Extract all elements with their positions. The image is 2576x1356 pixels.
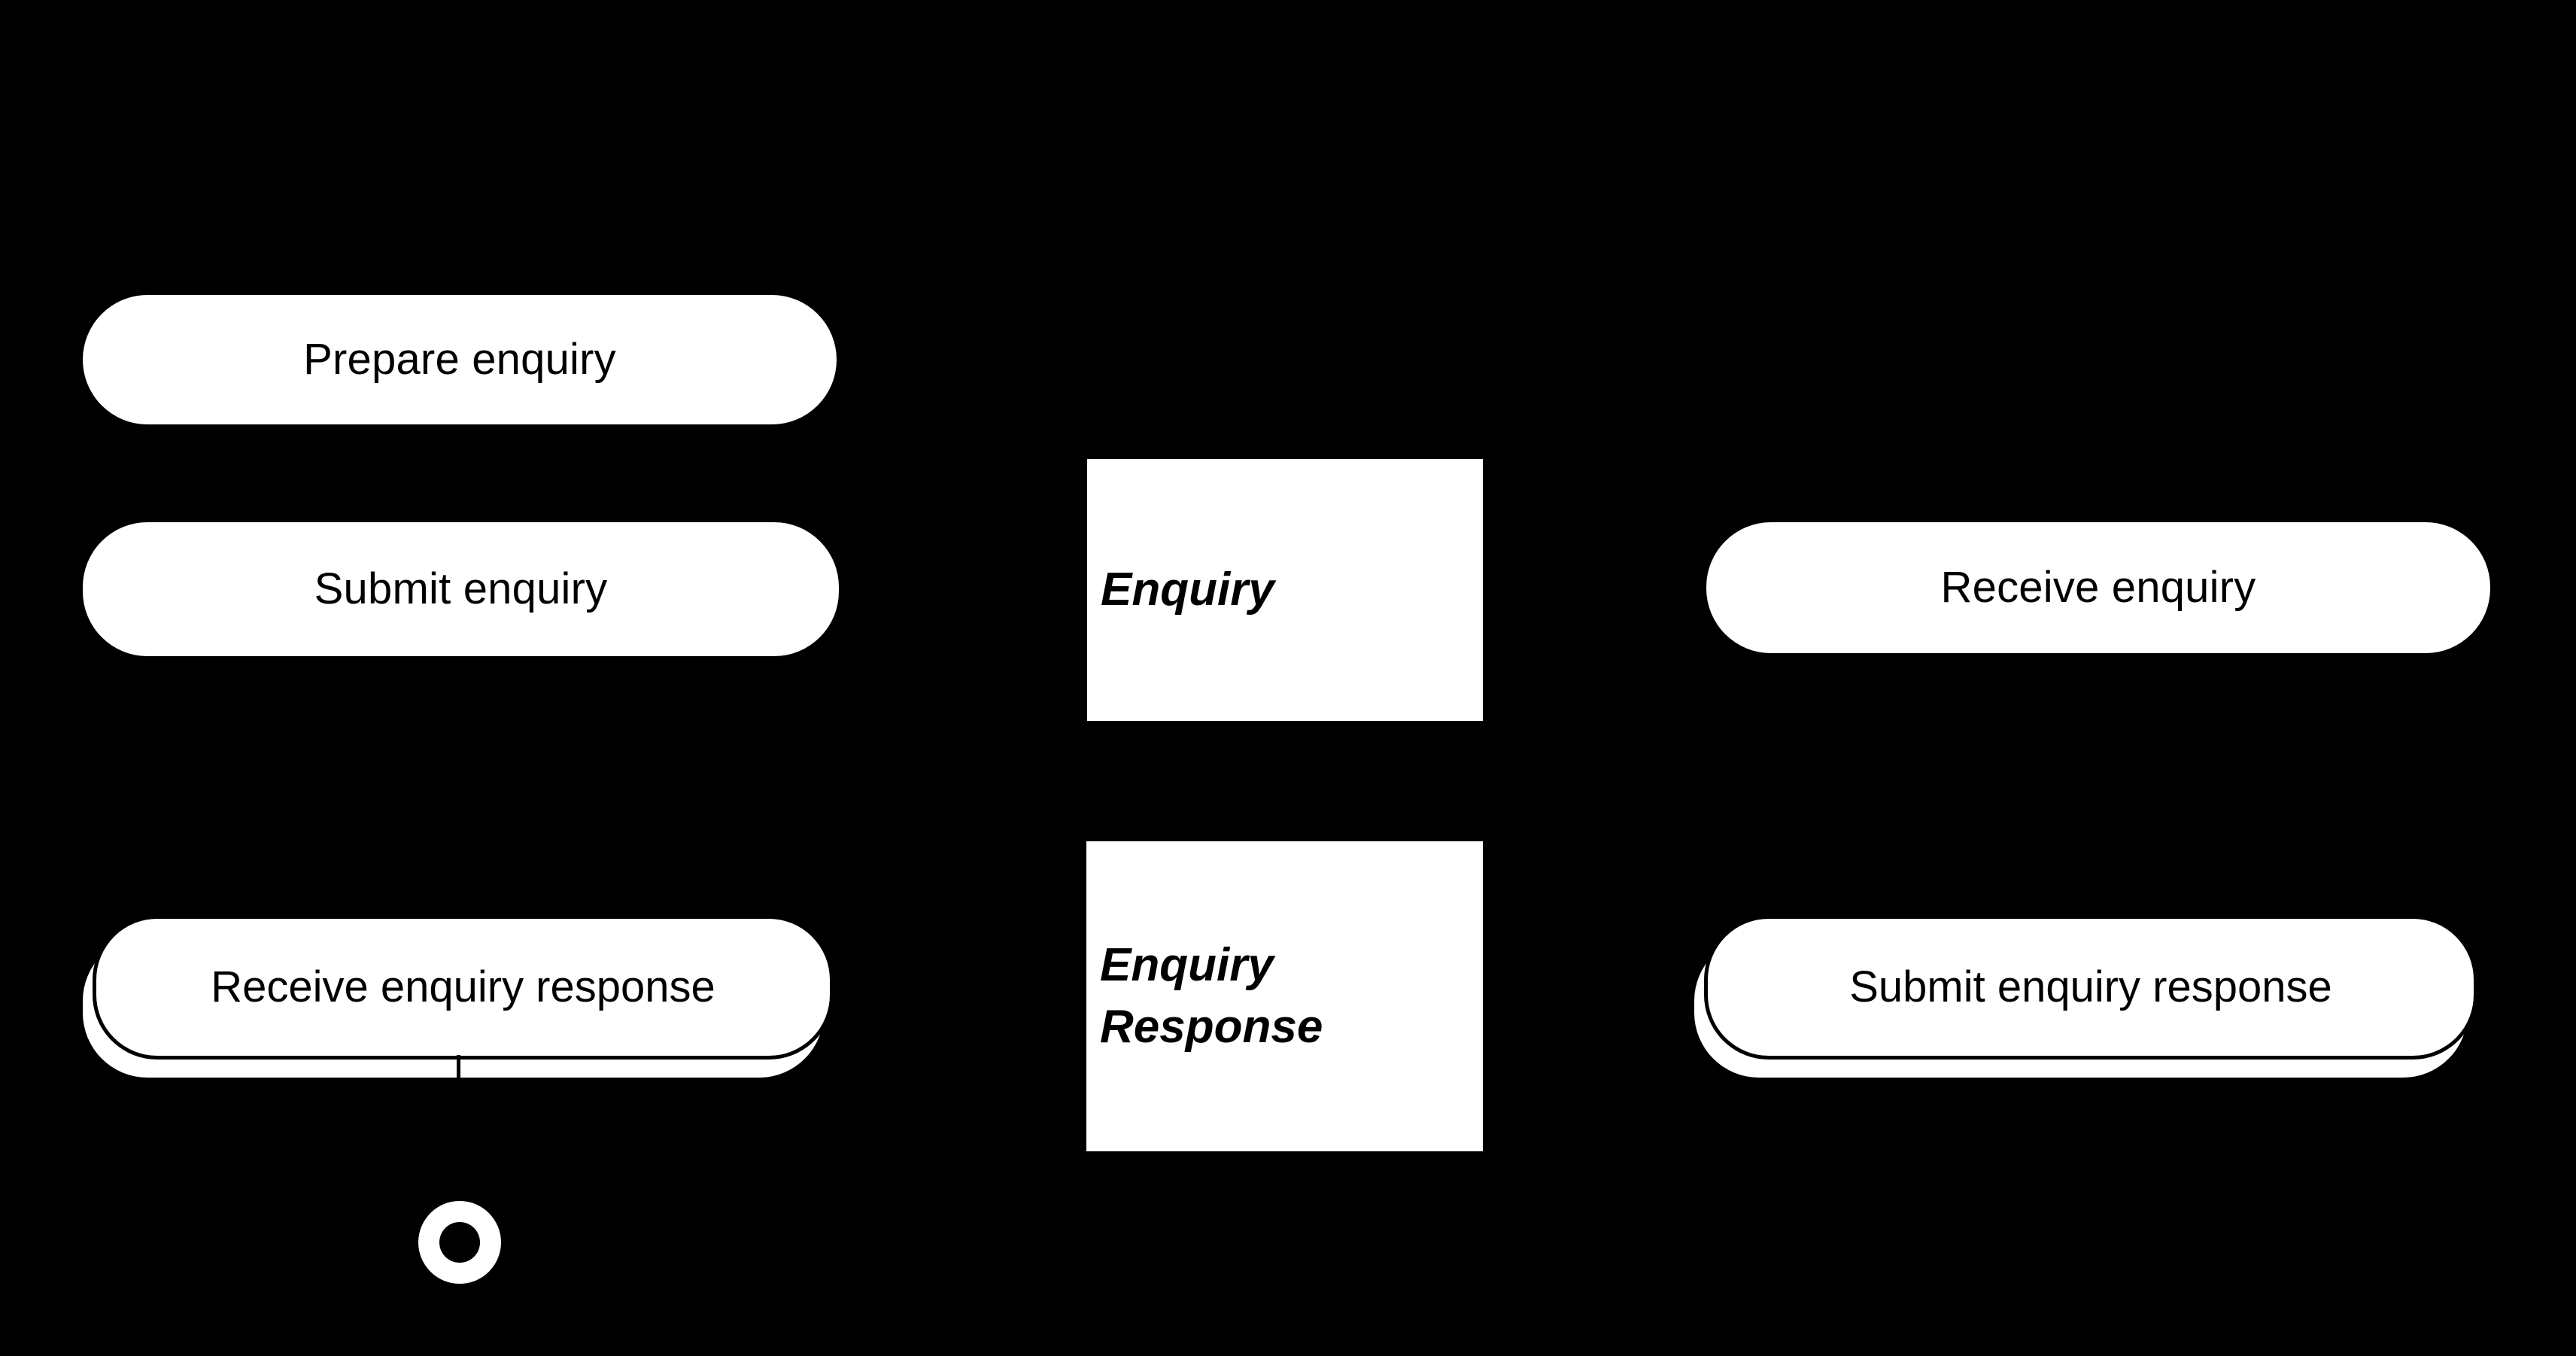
outgoing-edge-stub — [457, 1055, 460, 1090]
action-node-label: Prepare enquiry — [303, 334, 616, 384]
object-node-label: Enquiry — [1101, 564, 1274, 616]
action-node-label: Submit enquiry response — [1849, 962, 2332, 1011]
stacked-node-front-layer: Submit enquiry response — [1704, 915, 2477, 1060]
action-node-label: Receive enquiry response — [211, 962, 715, 1011]
action-node-label: Submit enquiry — [314, 564, 608, 613]
stacked-node-front-layer: Receive enquiry response — [93, 915, 834, 1060]
object-node-enquiry[interactable]: Enquiry — [1087, 459, 1483, 721]
action-node-submit-enquiry[interactable]: Submit enquiry — [83, 522, 839, 656]
object-node-label: Enquiry Response — [1100, 939, 1323, 1053]
object-node-enquiry-response[interactable]: Enquiry Response — [1086, 841, 1483, 1151]
activity-final-node-core — [439, 1222, 480, 1263]
activity-final-node[interactable] — [418, 1201, 501, 1284]
action-node-receive-enquiry[interactable]: Receive enquiry — [1706, 522, 2490, 653]
action-node-submit-enquiry-response[interactable]: Submit enquiry response — [1694, 915, 2507, 1111]
action-node-label: Receive enquiry — [1940, 562, 2256, 612]
action-node-receive-enquiry-response[interactable]: Receive enquiry response — [83, 915, 880, 1111]
action-node-prepare-enquiry[interactable]: Prepare enquiry — [83, 295, 837, 424]
